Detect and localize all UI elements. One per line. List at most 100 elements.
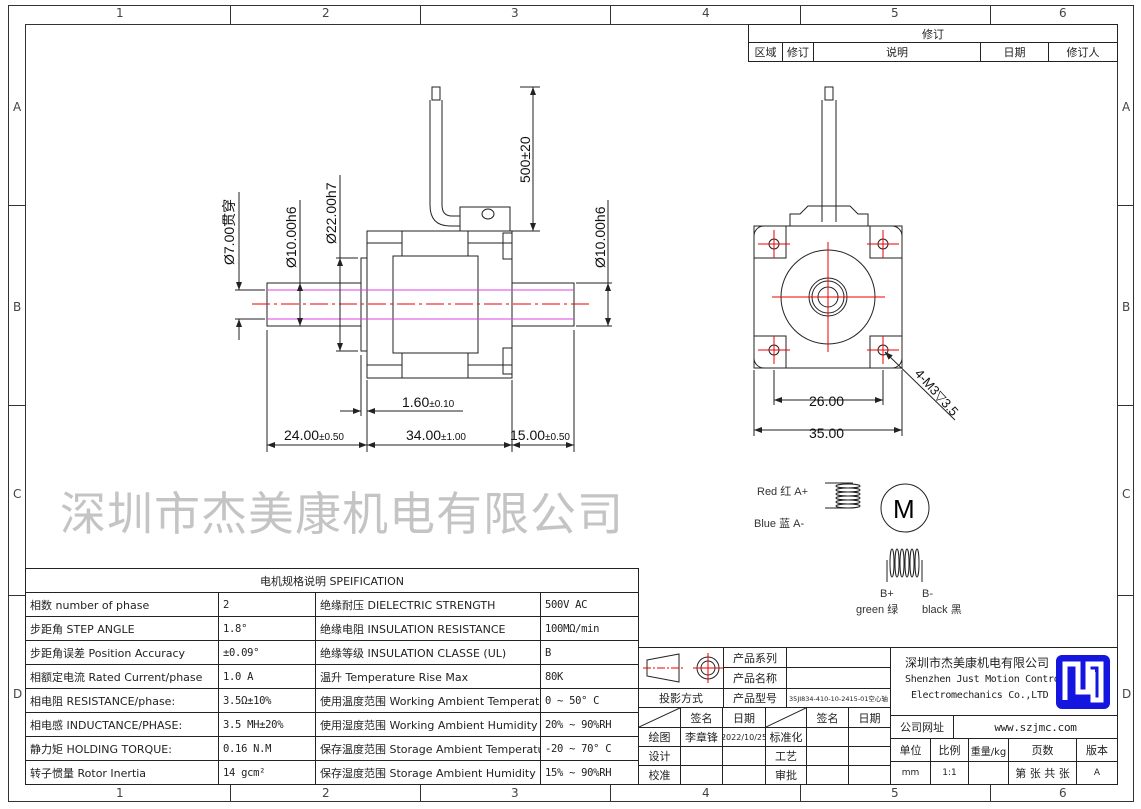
spec-cell: 3.5 MH±20% (218, 712, 316, 737)
dim-mount-holes: 4-M3▽3.5 (912, 366, 962, 419)
dim-right-shaft-dia: Ø10.00h6 (592, 206, 608, 268)
frame-tick (990, 5, 991, 24)
spec-cell: 静力矩 HOLDING TORQUE: (25, 736, 219, 761)
design-date (722, 746, 766, 766)
projection-symbol-icon (643, 653, 723, 683)
dim-left-shaft-length: 24.00±0.50 (284, 427, 344, 443)
standard-label: 标准化 (765, 727, 807, 747)
spec-cell: 绝缘等级 INSULATION CLASSE (UL) (315, 640, 541, 665)
frame-tick (230, 784, 231, 802)
name-label: 产品名称 (723, 667, 787, 689)
spec-cell: 20% ~ 90%RH (540, 712, 639, 737)
wire-a-plus: Red 红 A+ (757, 485, 808, 498)
approve-date (848, 765, 891, 785)
spec-cell: 使用湿度范围 Working Ambient Humidity (315, 712, 541, 737)
model-value: 35JI834-410-10-2415-01空心轴 (786, 688, 891, 708)
process-date (848, 746, 891, 766)
dim-hole-spacing: 26.00 (809, 393, 844, 409)
coil-a (835, 483, 861, 509)
draw-label: 绘图 (638, 727, 681, 747)
frame-row-label: A (1122, 100, 1131, 114)
connector (459, 206, 511, 232)
frame-tick (8, 595, 25, 596)
spec-cell: 3.5Ω±10% (218, 688, 316, 713)
spec-cell: 500V AC (540, 592, 639, 617)
check-date (722, 765, 766, 785)
dim-body-width: 35.00 (809, 425, 844, 441)
frame-tick (610, 5, 611, 24)
dim-bore: Ø7.00贯穿 (221, 199, 237, 265)
frame-tick (800, 5, 801, 24)
pages-value: 第 张 共 张 (1008, 761, 1077, 785)
frame-column-label: 1 (116, 6, 124, 20)
frame-tick (1117, 595, 1134, 596)
wire-a-minus: Blue 蓝 A- (754, 517, 804, 530)
frame-row-label: D (1122, 687, 1132, 701)
spec-cell: 1.8° (218, 616, 316, 641)
revision-header-date: 日期 (980, 42, 1049, 62)
draw-date: 2022/10/25 (722, 727, 766, 747)
approve-label: 审批 (765, 765, 807, 785)
model-label: 产品型号 (723, 688, 787, 708)
spec-cell: 15% ~ 90%RH (540, 760, 639, 785)
spec-cell: 绝缘耐压 DIELECTRIC STRENGTH (315, 592, 541, 617)
frame-tick (610, 784, 611, 802)
sign-header: 签名 (680, 707, 723, 728)
frame-row-label: C (13, 487, 22, 501)
spec-cell: B (540, 640, 639, 665)
version-value: A (1076, 761, 1118, 785)
coil-b (889, 548, 920, 578)
frame-column-label: 4 (702, 6, 710, 20)
spec-cell: 相电阻 RESISTANCE/phase: (25, 688, 219, 713)
frame-tick (420, 784, 421, 802)
frame-column-label: 5 (891, 786, 899, 800)
wire-b-minus-color: black 黑 (922, 603, 962, 616)
unit-label: 单位 (890, 738, 931, 762)
series-label: 产品系列 (723, 647, 787, 668)
frame-row-label: A (13, 100, 22, 114)
spec-cell: 温升 Temperature Rise Max (315, 664, 541, 689)
date-header-2: 日期 (848, 707, 891, 728)
spec-cell: 80K (540, 664, 639, 689)
frame-tick (990, 784, 991, 802)
motor-symbol (880, 483, 930, 533)
process-label: 工艺 (765, 746, 807, 766)
front-view (753, 86, 956, 436)
spec-cell: 0 ~ 50° C (540, 688, 639, 713)
frame-column-label: 4 (702, 786, 710, 800)
diagonal-cell-2 (765, 707, 807, 728)
revision-header-rev: 修订 (782, 42, 814, 62)
dim-left-shaft-dia: Ø10.00h6 (283, 206, 299, 268)
frame-tick (230, 5, 231, 24)
dim-cable-length: 500±20 (517, 136, 533, 183)
website-label: 公司网址 (890, 715, 954, 739)
frame-row-label: B (13, 300, 22, 314)
projection-symbol-cell (638, 647, 724, 689)
spec-cell: 使用温度范围 Working Ambient Temperature (315, 688, 541, 713)
weight-value (968, 761, 1009, 785)
wire-b-plus-color: green 绿 (856, 602, 898, 616)
frame-tick (800, 784, 801, 802)
spec-cell: 相电感 INDUCTANCE/PHASE: (25, 712, 219, 737)
pages-label: 页数 (1008, 738, 1077, 762)
company-name-en-1: Shenzhen Just Motion Control (905, 674, 1066, 685)
weight-label: 重量/kg (968, 738, 1009, 762)
side-view (235, 86, 612, 452)
design-sign (680, 746, 723, 766)
frame-tick (1117, 205, 1134, 206)
frame-tick (1117, 405, 1134, 406)
approve-sign (806, 765, 849, 785)
dim-right-shaft-length: 15.00±0.50 (510, 427, 570, 443)
company-cell: 深圳市杰美康机电有限公司 Shenzhen Just Motion Contro… (890, 647, 1118, 716)
spec-cell: 相数 number of phase (25, 592, 219, 617)
date-header: 日期 (722, 707, 766, 728)
revision-header-reviser: 修订人 (1048, 42, 1118, 62)
scale-value: 1:1 (930, 761, 969, 785)
frame-tick (420, 5, 421, 24)
frame-row-label: B (1122, 300, 1131, 314)
wiring-diagram (825, 482, 930, 582)
spec-cell: 1.0 A (218, 664, 316, 689)
website-link[interactable]: www.szjmc.com (953, 715, 1118, 739)
frame-column-label: 1 (116, 786, 124, 800)
spec-cell: 相额定电流 Rated Current/phase (25, 664, 219, 689)
